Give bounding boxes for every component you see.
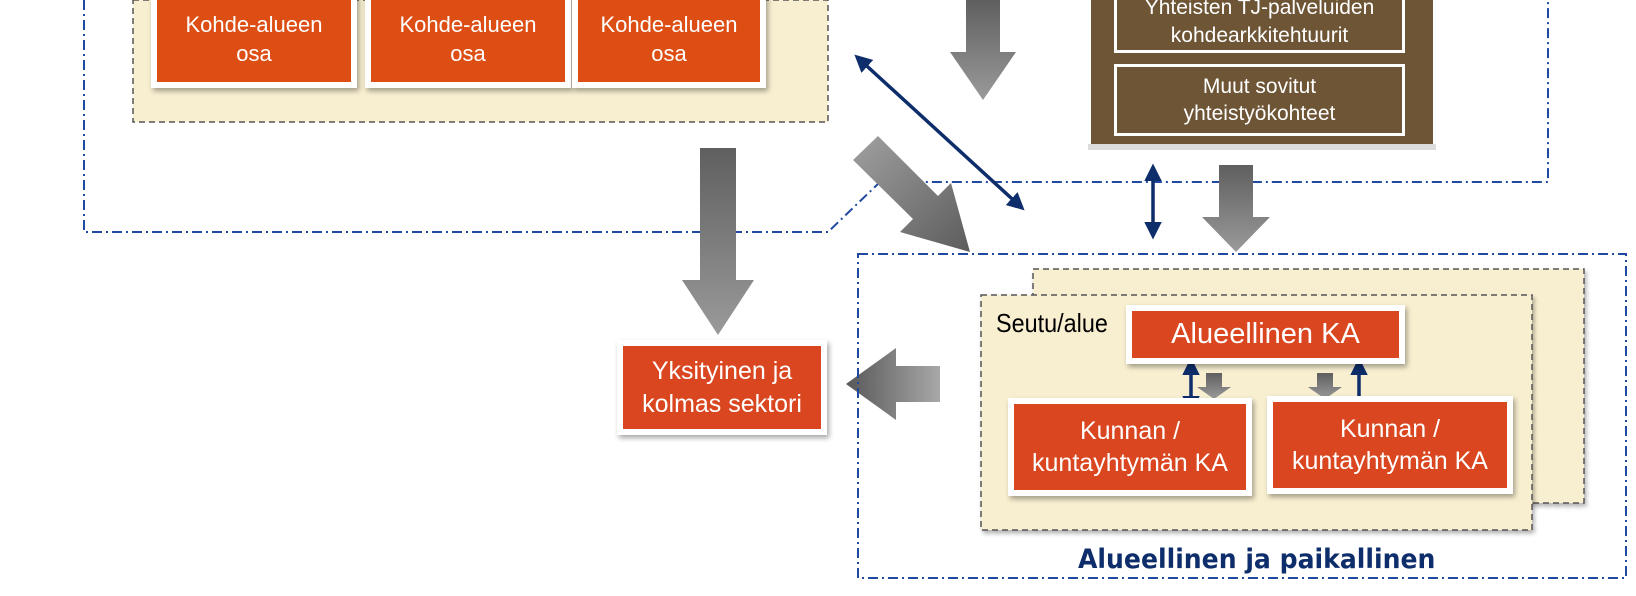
- section-title: Alueellinen ja paikallinen: [1078, 544, 1436, 575]
- gray-down-arrow-icon: [1308, 373, 1342, 399]
- box-line-1: Kunnan /: [1339, 414, 1441, 443]
- gray-down-arrow-icon: [1197, 373, 1231, 399]
- box-line-2: kuntayhtymän KA: [1032, 449, 1228, 477]
- gray-down-arrow-icon: [1202, 165, 1270, 252]
- box-line-2: kuntayhtymän KA: [1292, 447, 1488, 475]
- box-line-2: osa: [236, 41, 272, 66]
- navy-double-arrow-icon: [854, 54, 1025, 211]
- other-cooperation-box: Muut sovitut yhteistyökohteet: [1114, 64, 1405, 136]
- box-line-1: Yksityinen ja: [651, 357, 793, 385]
- gray-diagonal-arrow-icon: [853, 136, 970, 252]
- municipal-ka-box: Kunnan / kuntayhtymän KA: [1008, 398, 1252, 496]
- target-area-box: Kohde-alueen osa: [572, 0, 766, 88]
- gray-down-arrow-icon: [950, 0, 1016, 100]
- box-line-1: Yhteisten TJ-palveluiden: [1144, 0, 1375, 20]
- municipal-ka-box: Kunnan / kuntayhtymän KA: [1267, 396, 1513, 494]
- gray-left-arrow-icon: [846, 348, 940, 420]
- regional-boundary: [857, 253, 1627, 579]
- box-label: Alueellinen KA: [1171, 317, 1360, 350]
- box-line-2: osa: [450, 41, 486, 66]
- box-line-1: Kohde-alueen: [399, 12, 537, 38]
- private-sector-box: Yksityinen ja kolmas sektori: [617, 340, 827, 435]
- box-line-2: kolmas sektori: [642, 389, 802, 418]
- national-boundary: [83, 0, 1549, 233]
- box-line-1: Kohde-alueen: [185, 12, 323, 38]
- box-line-1: Muut sovitut: [1202, 74, 1317, 98]
- box-line-2: yhteistyökohteet: [1183, 102, 1336, 125]
- target-area-box: Kohde-alueen osa: [151, 0, 357, 88]
- region-label: Seutu/alue: [996, 308, 1108, 338]
- gray-down-arrow-icon: [682, 148, 754, 335]
- box-line-2: kohdearkkitehtuurit: [1170, 23, 1349, 47]
- brown-panel-base: [1088, 144, 1436, 150]
- box-line-2: osa: [651, 41, 687, 66]
- box-line-1: Kohde-alueen: [600, 12, 738, 38]
- box-line-1: Kunnan /: [1079, 416, 1181, 445]
- shared-services-architecture-box: Yhteisten TJ-palveluiden kohdearkkitehtu…: [1114, 0, 1405, 53]
- regional-ka-box: Alueellinen KA: [1126, 305, 1405, 364]
- target-area-box: Kohde-alueen osa: [365, 0, 571, 88]
